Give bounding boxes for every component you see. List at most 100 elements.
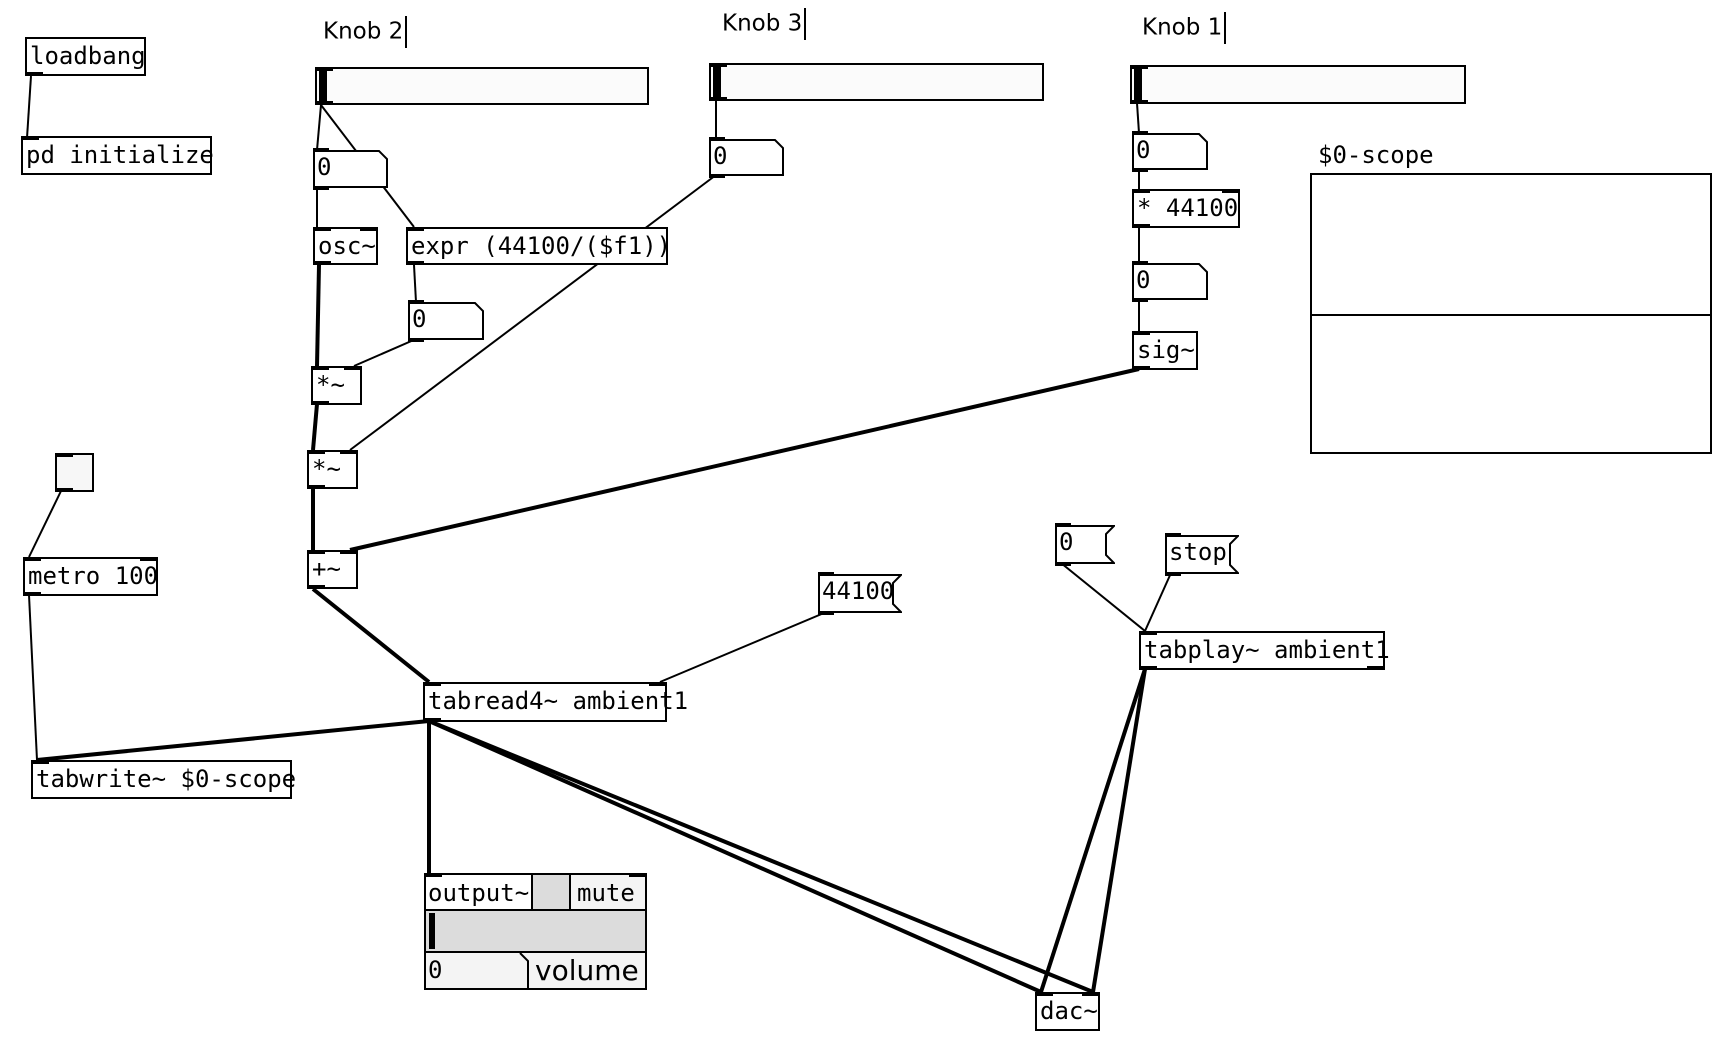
outlet[interactable] <box>818 611 834 615</box>
inlet[interactable] <box>408 300 424 304</box>
cord-tabplay-dac-left[interactable] <box>1039 668 1147 993</box>
cord-add-tabread[interactable] <box>311 587 431 684</box>
inlet[interactable] <box>317 67 333 71</box>
inlet-right[interactable] <box>629 873 645 877</box>
knob3-number-box[interactable]: 0 <box>709 137 784 178</box>
inlet[interactable] <box>1132 65 1148 69</box>
cord-num-mul1[interactable] <box>353 338 417 367</box>
outlet[interactable] <box>25 592 41 596</box>
inlet[interactable] <box>1132 131 1148 135</box>
inlet[interactable] <box>408 227 424 231</box>
outlet[interactable] <box>1134 366 1150 370</box>
inlet[interactable] <box>25 557 41 561</box>
inlet[interactable] <box>313 148 329 152</box>
message-zero[interactable]: 0 <box>1055 523 1115 566</box>
outlet[interactable] <box>1055 562 1071 566</box>
inlet[interactable] <box>1134 189 1150 193</box>
scope-waveform-line[interactable] <box>1312 313 1710 316</box>
outlet[interactable] <box>57 488 73 492</box>
volume-number-box[interactable]: 0 <box>426 953 529 988</box>
cord-toggle-metro[interactable] <box>28 490 62 558</box>
outlet[interactable] <box>1134 224 1150 228</box>
outlet-right[interactable] <box>1367 666 1383 670</box>
cord-knob3num-mul2[interactable] <box>349 174 717 451</box>
multiplied-number-box[interactable]: 0 <box>1132 261 1208 302</box>
inlet[interactable] <box>425 682 441 686</box>
inlet[interactable] <box>315 227 331 231</box>
inlet[interactable] <box>711 63 727 67</box>
outlet[interactable] <box>1132 100 1148 104</box>
inlet[interactable] <box>1141 631 1157 635</box>
inlet[interactable] <box>57 453 73 457</box>
cord-metro-tabwrite[interactable] <box>28 594 38 761</box>
inlet-right[interactable] <box>344 366 360 370</box>
inlet-right[interactable] <box>140 557 156 561</box>
message-44100[interactable]: 44100 <box>818 572 902 615</box>
mute-toggle[interactable] <box>533 875 571 911</box>
cord-knob1-num[interactable] <box>1136 102 1140 134</box>
inlet-right[interactable] <box>1082 992 1098 996</box>
outlet[interactable] <box>711 97 727 101</box>
slider-thumb[interactable] <box>713 67 721 97</box>
outlet[interactable] <box>317 101 333 105</box>
tabread4-object[interactable]: tabread4~ ambient1 <box>423 682 688 722</box>
cord-expr-num[interactable] <box>413 264 417 303</box>
scope-array-graph[interactable] <box>1310 173 1712 454</box>
outlet[interactable] <box>709 174 725 178</box>
toggle-box[interactable] <box>55 453 94 492</box>
cord-stop-tabplay[interactable] <box>1144 572 1172 632</box>
inlet[interactable] <box>1055 523 1071 527</box>
cord-msg0-tabplay[interactable] <box>1060 562 1146 632</box>
knob3-slider[interactable] <box>709 63 1044 101</box>
tabwrite-object[interactable]: tabwrite~ $0-scope <box>31 760 296 799</box>
outlet[interactable] <box>1132 298 1148 302</box>
message-stop[interactable]: stop <box>1165 533 1239 576</box>
expr-object[interactable]: expr (44100/($f1)) <box>406 227 671 265</box>
output-abstraction[interactable]: output~ mute 0 volume <box>424 873 647 990</box>
outlet[interactable] <box>309 585 325 589</box>
outlet[interactable] <box>313 186 329 190</box>
slider-thumb[interactable] <box>319 71 327 101</box>
inlet[interactable] <box>23 136 39 140</box>
inlet[interactable] <box>709 137 725 141</box>
expr-number-box[interactable]: 0 <box>408 300 484 342</box>
multiply-signal-object-2[interactable]: *~ <box>307 450 358 489</box>
inlet[interactable] <box>1165 533 1181 537</box>
outlet[interactable] <box>408 261 424 265</box>
knob1-number-box[interactable]: 0 <box>1132 131 1208 172</box>
knob1-slider[interactable] <box>1130 65 1466 104</box>
cord-44100-tabread[interactable] <box>659 612 825 683</box>
slider-thumb[interactable] <box>1134 69 1142 100</box>
inlet-right[interactable] <box>649 682 665 686</box>
inlet[interactable] <box>309 550 325 554</box>
loadbang-object[interactable]: loadbang <box>25 37 146 76</box>
inlet[interactable] <box>313 366 329 370</box>
inlet-right[interactable] <box>1222 189 1238 193</box>
cord-loadbang-pd[interactable] <box>26 75 32 139</box>
cord-tabread-tabwrite[interactable] <box>36 719 430 762</box>
knob2-slider[interactable] <box>315 67 649 105</box>
volume-slider[interactable] <box>426 911 645 953</box>
inlet[interactable] <box>818 572 834 576</box>
outlet[interactable] <box>1165 572 1181 576</box>
tabplay-object[interactable]: tabplay~ ambient1 <box>1139 631 1390 670</box>
dac-object[interactable]: dac~ <box>1035 992 1100 1031</box>
inlet[interactable] <box>426 873 442 877</box>
cord-osc-mul1[interactable] <box>315 264 321 367</box>
metro-object[interactable]: metro 100 <box>23 557 158 596</box>
cord-knob2-num[interactable] <box>316 104 322 151</box>
outlet[interactable] <box>1132 168 1148 172</box>
knob2-number-box[interactable]: 0 <box>313 148 388 190</box>
outlet[interactable] <box>313 401 329 405</box>
inlet-right[interactable] <box>360 227 376 231</box>
cord-mul1-mul2[interactable] <box>311 403 319 451</box>
sig-object[interactable]: sig~ <box>1132 331 1198 370</box>
outlet[interactable] <box>425 718 441 722</box>
outlet[interactable] <box>408 338 424 342</box>
pd-initialize-object[interactable]: pd initialize <box>21 136 214 175</box>
inlet[interactable] <box>33 760 49 764</box>
outlet[interactable] <box>315 261 331 265</box>
cord-sig-add[interactable] <box>349 367 1140 552</box>
inlet[interactable] <box>309 450 325 454</box>
osc-object[interactable]: osc~ <box>313 227 378 265</box>
